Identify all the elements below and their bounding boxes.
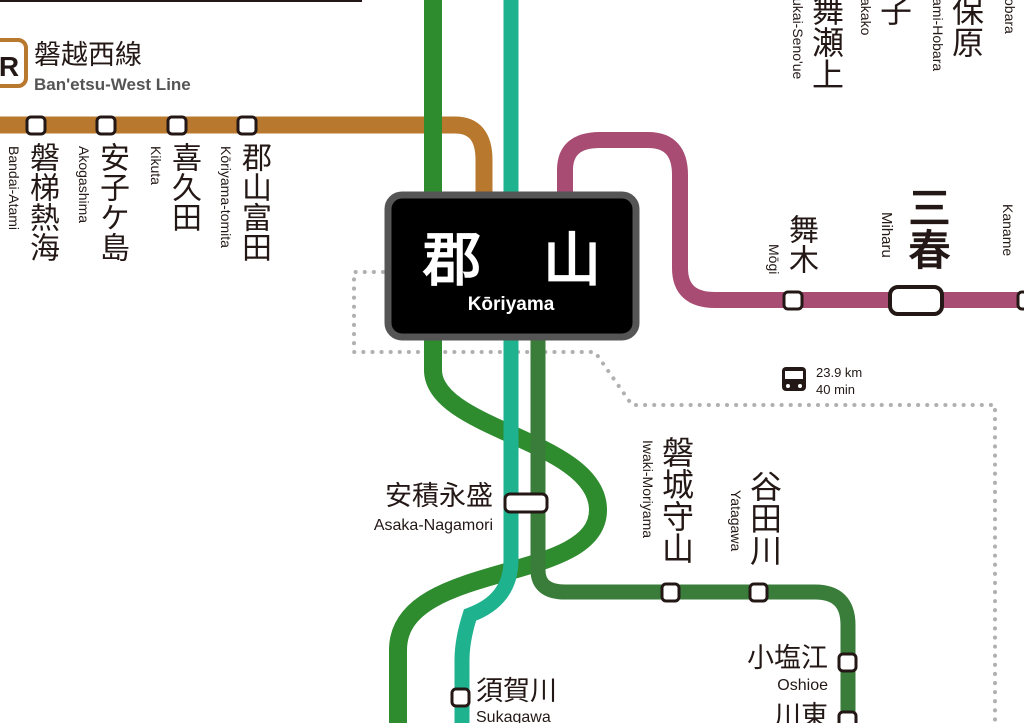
station-marker-yatagawa[interactable]	[748, 582, 769, 603]
station-marker-kikuta[interactable]	[166, 115, 188, 136]
station-ja-kawahigashi: 川東	[774, 701, 828, 723]
koriyama-hub[interactable]: 郡 山 Kōriyama	[384, 191, 640, 341]
station-en-asaka-nagamori: Asaka-Nagamori	[374, 517, 493, 534]
bus-time: 40 min	[816, 382, 855, 397]
station-ja-sukagawa: 須賀川	[476, 676, 557, 707]
tohoku-line-south	[389, 335, 608, 723]
banetsu-west-line	[0, 116, 493, 200]
station-marker-bandai-atami[interactable]	[25, 115, 47, 136]
station-en-oshioe: Oshioe	[777, 677, 828, 694]
station-marker-akogashima[interactable]	[95, 115, 117, 136]
hub-name-ja-left: 郡	[422, 226, 481, 294]
west-station-markers	[25, 115, 258, 136]
station-ja-oshioe: 小塩江	[747, 643, 828, 674]
station-marker-oshioe[interactable]	[837, 652, 858, 673]
hub-name-ja-right: 山	[543, 226, 601, 294]
hub-box	[384, 191, 640, 341]
station-marker-kaname[interactable]	[1016, 290, 1024, 311]
suigun-line	[530, 335, 856, 723]
station-marker-kawahigashi[interactable]	[837, 710, 858, 723]
line-badge	[0, 38, 28, 88]
station-en-sukagawa: Sukagawa	[476, 709, 551, 723]
bus-icon	[782, 367, 806, 391]
bus-info: 23.9 km 40 min	[782, 365, 862, 397]
station-marker-sukagawa[interactable]	[450, 687, 471, 708]
line-name-ja: 磐越西線	[34, 40, 142, 71]
station-ja-asaka-nagamori: 安積永盛	[385, 481, 493, 512]
bus-distance: 23.9 km	[816, 365, 862, 380]
station-marker-asaka-nagamori[interactable]	[503, 492, 549, 514]
line-title: R 磐越西線 Ban'etsu-West Line	[0, 38, 191, 94]
line-badge-letter: R	[0, 51, 19, 82]
bus-route-line	[352, 270, 997, 723]
station-marker-iwaki-moriyama[interactable]	[660, 582, 681, 603]
station-marker-mogi[interactable]	[782, 290, 804, 311]
shinkansen-south	[454, 335, 519, 723]
banetsu-east-line	[557, 132, 1024, 308]
hub-name-en: Kōriyama	[468, 294, 555, 315]
line-name-en: Ban'etsu-West Line	[34, 75, 191, 94]
station-marker-koriyama-tomita[interactable]	[236, 115, 258, 136]
station-marker-miharu[interactable]	[888, 285, 944, 316]
